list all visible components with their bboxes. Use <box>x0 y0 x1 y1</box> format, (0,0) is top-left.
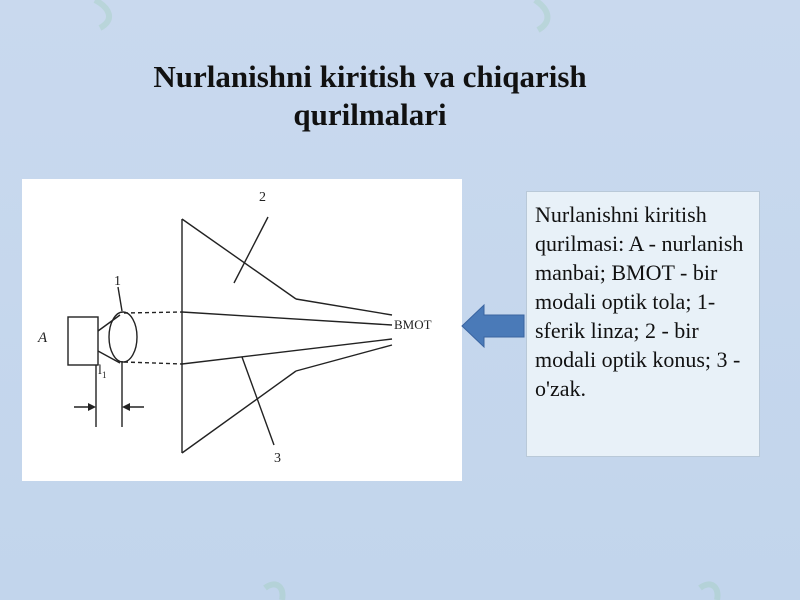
source-rect <box>67 316 99 366</box>
label-source: A <box>37 330 48 346</box>
fiber-bottom <box>295 344 393 372</box>
left-block-arrow-icon <box>461 303 525 349</box>
leader-2 <box>233 216 269 284</box>
dash-bottom <box>123 361 183 365</box>
core-top <box>181 311 393 326</box>
diagram-svg: A 1 2 3 BMOT l 1 <box>37 190 432 466</box>
dash-top <box>123 311 183 314</box>
coupling-diagram: A 1 2 3 BMOT l 1 <box>22 179 462 481</box>
title-line-2: qurilmalari <box>293 97 447 132</box>
label-lens: 1 <box>114 274 121 289</box>
caption-text: Nurlanishni kiritish qurilmasi: A - nurl… <box>535 202 744 401</box>
label-distance: l <box>98 363 102 378</box>
core-bottom <box>181 338 393 365</box>
label-cone: 2 <box>259 190 266 205</box>
lens-ellipse <box>108 311 138 363</box>
leader-1 <box>117 286 123 312</box>
label-distance-sub: 1 <box>102 370 107 380</box>
label-core: 3 <box>274 451 281 466</box>
dim-arrowhead-right <box>122 403 130 411</box>
beam-bottom-line <box>97 350 121 364</box>
title-line-1: Nurlanishni kiritish va chiqarish <box>153 59 587 94</box>
label-fiber: BMOT <box>394 317 432 332</box>
leader-3 <box>241 356 275 446</box>
cone-top-slope <box>181 218 297 300</box>
slide-title: Nurlanishni kiritish va chiqarish qurilm… <box>0 58 740 134</box>
dim-arrowhead-left <box>88 403 96 411</box>
cone-bottom-slope <box>181 370 297 454</box>
beam-top-line <box>97 314 121 332</box>
fiber-top <box>295 298 393 316</box>
caption-box: Nurlanishni kiritish qurilmasi: A - nurl… <box>526 191 760 457</box>
